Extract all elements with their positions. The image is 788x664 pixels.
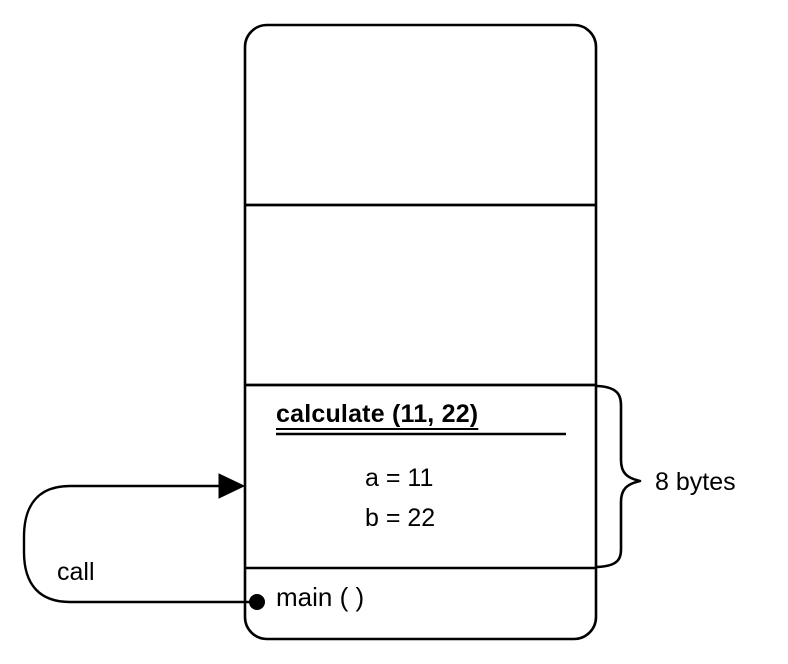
call-arrow-label: call [57, 558, 95, 586]
size-brace-icon [595, 384, 642, 569]
stack-slot-empty-middle [246, 207, 595, 384]
stack-frame-calculate-var-a: a = 11 [365, 464, 434, 492]
call-arrow-head-icon [218, 473, 246, 499]
stack-outline [243, 23, 598, 641]
stack-slot-empty-top [246, 27, 595, 204]
stack-frame-calculate-var-b: b = 22 [365, 504, 436, 532]
stack-frame-calculate-title: calculate (11, 22) [276, 400, 479, 428]
call-arrow-path [22, 484, 256, 604]
size-brace-label: 8 bytes [655, 468, 736, 496]
stack-frame-main-title: main ( ) [276, 582, 365, 612]
call-source-dot-icon [249, 594, 265, 610]
